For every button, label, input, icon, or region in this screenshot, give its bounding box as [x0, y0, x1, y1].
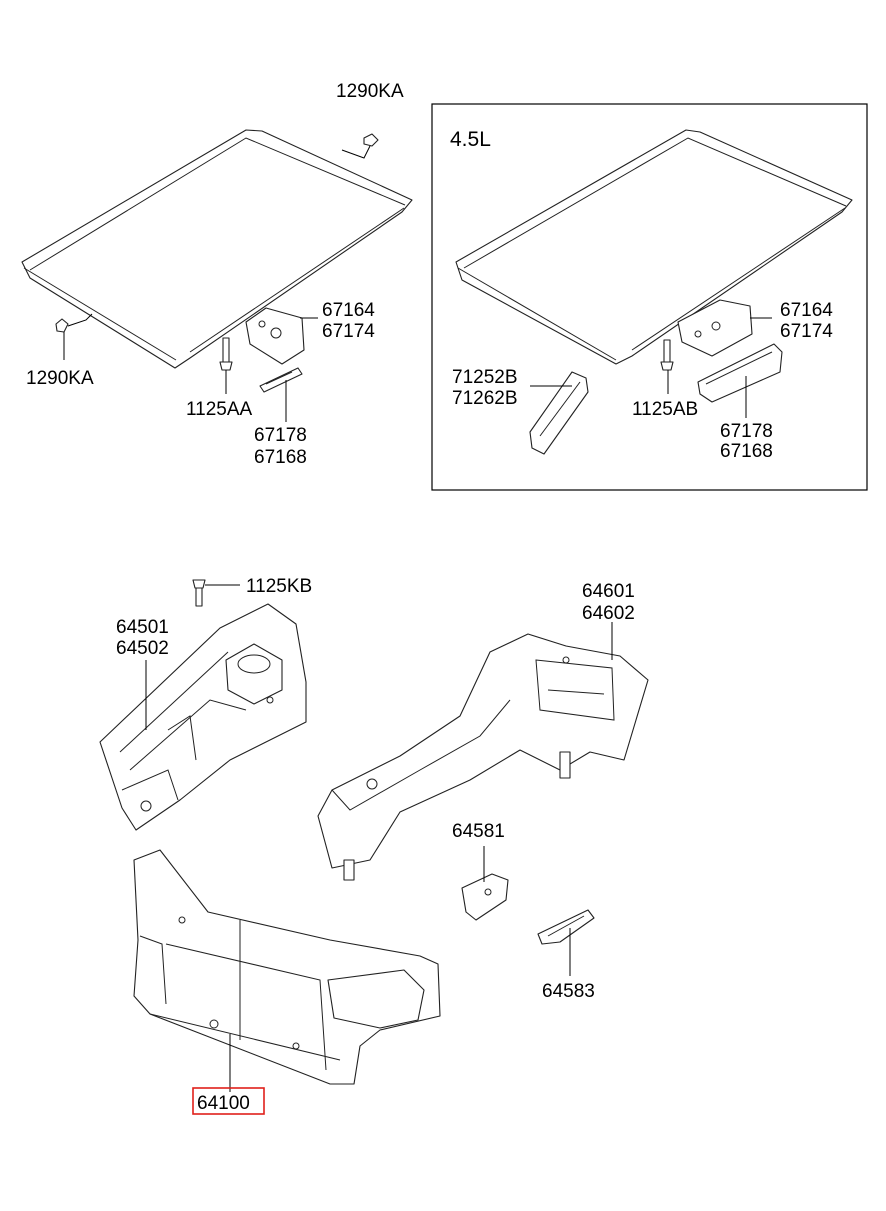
- label-67168-roof-text: 67168: [254, 447, 307, 468]
- label-1290ka-top-text: 1290KA: [336, 81, 404, 102]
- label-64581-text: 64581: [452, 821, 505, 842]
- label-1125ab[interactable]: 1125AB: [632, 399, 698, 420]
- label-67174-roof[interactable]: 67174: [322, 321, 375, 342]
- inset-frame: [431, 103, 868, 491]
- label-64581[interactable]: 64581: [452, 821, 505, 842]
- label-1125aa-text: 1125AA: [186, 399, 253, 420]
- label-67178-inset[interactable]: 67178: [720, 421, 773, 442]
- front-end-carrier[interactable]: [133, 849, 441, 1092]
- label-67168-inset-text: 67168: [720, 441, 773, 462]
- label-1125kb-text: 1125KB: [246, 576, 312, 597]
- label-64601-text: 64601: [582, 581, 635, 602]
- label-64100-text: 64100: [197, 1093, 250, 1114]
- label-67164-roof-text: 67164: [322, 300, 375, 321]
- roof-panel[interactable]: [21, 129, 413, 369]
- roof-bracket-a[interactable]: [245, 307, 318, 365]
- label-67164-inset[interactable]: 67164: [780, 300, 833, 321]
- label-64502[interactable]: 64502: [116, 638, 169, 659]
- label-67178-roof[interactable]: 67178: [254, 425, 307, 446]
- label-1290ka-left[interactable]: 1290KA: [26, 368, 94, 389]
- front-side-member[interactable]: [317, 622, 649, 881]
- roof-clip-top[interactable]: [341, 133, 379, 159]
- label-67164-roof[interactable]: 67164: [322, 300, 375, 321]
- label-1125ab-text: 1125AB: [632, 399, 698, 420]
- label-71252b[interactable]: 71252B: [452, 367, 518, 388]
- highlight-box: [192, 1087, 265, 1115]
- inset-pillar-trim[interactable]: [529, 371, 589, 455]
- roof-rail-a[interactable]: [259, 367, 303, 422]
- label-67164-inset-text: 67164: [780, 300, 833, 321]
- label-64502-text: 64502: [116, 638, 169, 659]
- label-64501-text: 64501: [116, 617, 169, 638]
- label-64602[interactable]: 64602: [582, 603, 635, 624]
- label-64583[interactable]: 64583: [542, 981, 595, 1002]
- label-67174-roof-text: 67174: [322, 321, 375, 342]
- label-67168-roof[interactable]: 67168: [254, 447, 307, 468]
- label-64583-text: 64583: [542, 981, 595, 1002]
- label-1290ka-top[interactable]: 1290KA: [336, 81, 404, 102]
- label-64100-highlighted[interactable]: 64100: [192, 1087, 265, 1115]
- inset-roof-bracket[interactable]: [677, 299, 772, 357]
- label-1125kb[interactable]: 1125KB: [246, 576, 312, 597]
- label-64602-text: 64602: [582, 603, 635, 624]
- label-67178-roof-text: 67178: [254, 425, 307, 446]
- inset-engine-label: 4.5L: [450, 128, 491, 151]
- label-67178-inset-text: 67178: [720, 421, 773, 442]
- inset-bolt[interactable]: [660, 339, 674, 394]
- label-71262b-text: 71262B: [452, 388, 518, 409]
- label-67174-inset[interactable]: 67174: [780, 321, 833, 342]
- fender-apron[interactable]: [99, 603, 307, 831]
- bracket-583[interactable]: [537, 909, 595, 976]
- label-64501[interactable]: 64501: [116, 617, 169, 638]
- label-64601[interactable]: 64601: [582, 581, 635, 602]
- label-1290ka-left-text: 1290KA: [26, 368, 94, 389]
- label-71252b-text: 71252B: [452, 367, 518, 388]
- bolt-kb[interactable]: [192, 579, 240, 607]
- roof-bolt-a[interactable]: [219, 337, 233, 394]
- label-67174-inset-text: 67174: [780, 321, 833, 342]
- roof-clip-left[interactable]: [55, 313, 93, 360]
- bracket-581[interactable]: [461, 846, 509, 921]
- label-71262b[interactable]: 71262B: [452, 388, 518, 409]
- inset-roof-panel[interactable]: [455, 129, 853, 365]
- label-1125aa[interactable]: 1125AA: [186, 399, 253, 420]
- inset-roof-rail[interactable]: [697, 343, 783, 418]
- label-67168-inset[interactable]: 67168: [720, 441, 773, 462]
